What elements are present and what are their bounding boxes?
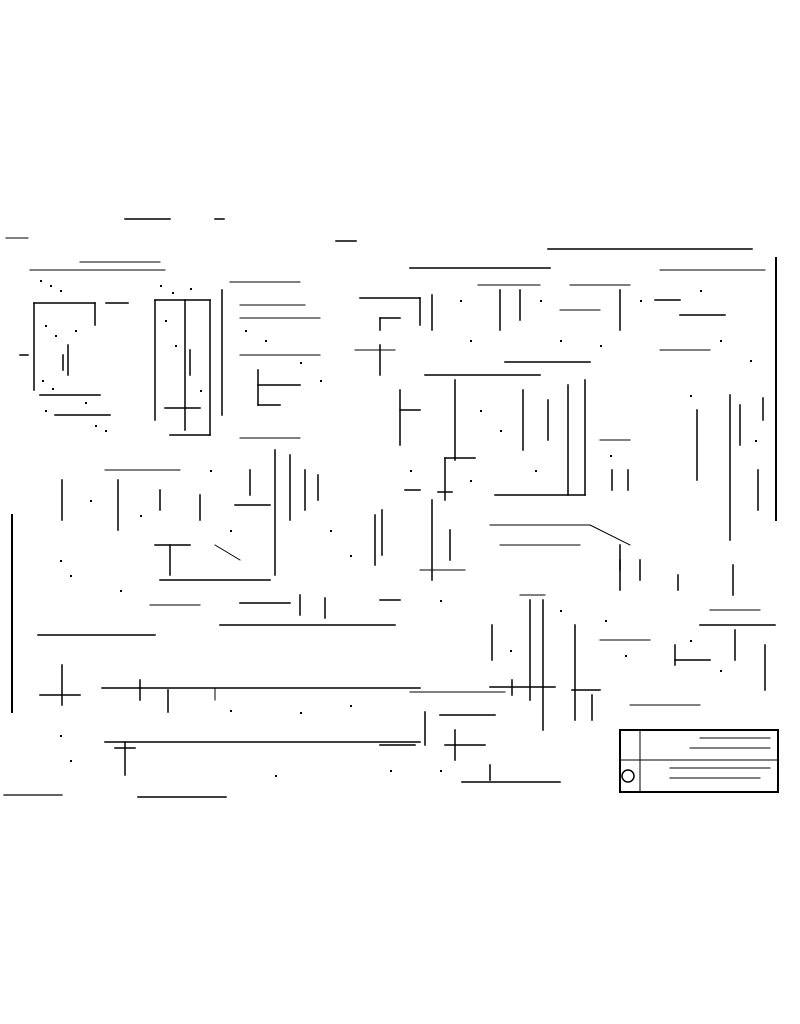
drawing-id-mark (676, 222, 736, 240)
circuit-block-lower-bus (37, 594, 561, 783)
title-block (619, 729, 779, 793)
seal-icon (621, 769, 635, 783)
circuit-block-lower-right (489, 559, 776, 731)
circuit-block-top-center (354, 267, 551, 376)
component-label-marks (40, 280, 757, 777)
circuit-block-middle (374, 499, 631, 581)
circuit-block-middle-left (61, 437, 319, 581)
circuit-block-column-two (154, 281, 321, 436)
circuit-block-top-right (559, 269, 766, 541)
circuit-block-upper-left (19, 261, 166, 416)
circuit-block-center-bus (399, 361, 631, 501)
sheet-border-lines (3, 218, 777, 798)
